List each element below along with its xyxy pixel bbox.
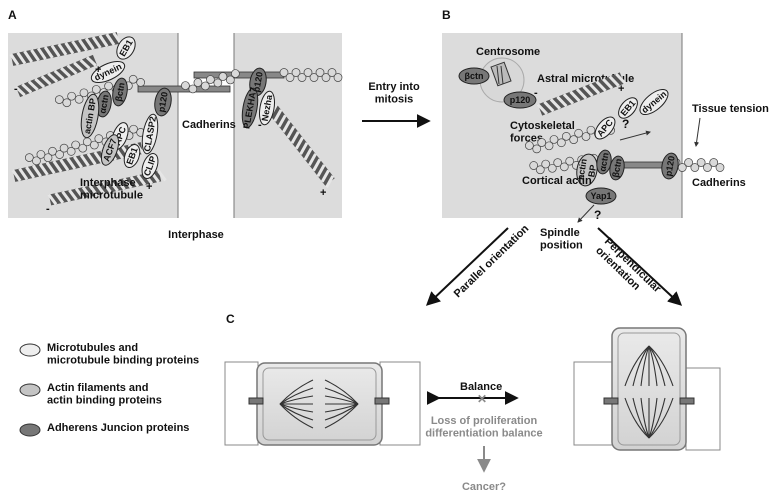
cell-b	[442, 33, 682, 218]
microtubules-b	[536, 72, 627, 116]
question-mark: ?	[622, 117, 629, 131]
junction-left	[603, 397, 619, 405]
svg-text:p120: p120	[663, 155, 676, 177]
protein-eb1-b-a: EB1	[123, 143, 141, 169]
protein-nezha-a: Nezha	[259, 90, 275, 126]
protein-clasp2-a: CLASP2	[141, 113, 159, 155]
protein-bctn-b: βctn	[609, 155, 625, 181]
balance-label: Balance	[460, 381, 502, 393]
tissue-tension-label: Tissue tension	[692, 103, 769, 115]
plus-sign: +	[95, 64, 101, 76]
legend-item: Adherens Juncion proteins	[19, 422, 189, 437]
cadherins-label-a: Cadherins	[182, 119, 236, 131]
interphase-caption: Interphase	[168, 229, 224, 241]
minus-sign: -	[258, 119, 262, 131]
perpendicular-arrow	[597, 227, 683, 306]
protein-apc-b: APC	[594, 116, 616, 140]
protein-actin-bp-b: actinBP	[575, 153, 599, 187]
junction-left	[248, 397, 264, 405]
cell-perpendicular	[573, 327, 721, 451]
protein-eb1-a: EB1	[116, 36, 136, 60]
centrosome-label: Centrosome	[476, 46, 540, 58]
minus-sign: -	[534, 87, 538, 99]
protein-p120-a: p120	[154, 87, 172, 117]
protein-plekha7-a: PLEKHA7	[241, 86, 258, 129]
spindle-parallel	[279, 379, 359, 429]
cadherins-label-b: Cadherins	[692, 177, 746, 189]
svg-text:Adherens Juncion proteins: Adherens Juncion proteins	[47, 422, 189, 434]
cell-parallel	[224, 361, 421, 446]
svg-text:p120: p120	[251, 71, 264, 93]
protein-actn-b: αctn	[596, 149, 612, 175]
parallel-arrow	[425, 227, 509, 306]
svg-text:p120: p120	[156, 91, 169, 113]
svg-text:αctn: αctn	[597, 152, 610, 172]
cancer-label: Cancer?	[462, 481, 506, 493]
junction-right	[374, 397, 390, 405]
panel-b-label: B	[442, 8, 451, 22]
centriole-icon	[490, 61, 512, 87]
protein-dynein-a: dynein	[90, 60, 126, 84]
svg-text:Nezha: Nezha	[260, 93, 275, 122]
protein-actin-bp-a: actin BP	[80, 93, 100, 139]
parallel-orientation-label: Parallel orientation	[452, 223, 532, 301]
cell-gap-a	[178, 33, 234, 218]
plus-sign: +	[146, 181, 152, 193]
protein-bctn-centrosome: βctn	[458, 67, 490, 85]
protein-clip-a: CLIP	[141, 153, 159, 179]
svg-text:p120: p120	[510, 95, 531, 105]
svg-text:Yap1: Yap1	[590, 191, 611, 201]
plus-sign: +	[618, 83, 624, 95]
protein-acf7-a: ACF7	[100, 134, 120, 166]
perpendicular-orientation-label: Perpendicularorientation	[593, 236, 663, 305]
svg-text:actinBP: actinBP	[575, 158, 599, 182]
question-mark: ?	[594, 208, 601, 222]
panel-a-label: A	[8, 8, 17, 22]
minus-sign: -	[14, 83, 18, 95]
panel-c-label: C	[226, 312, 235, 326]
junction-right	[679, 397, 695, 405]
plus-sign: +	[320, 187, 326, 199]
protein-actn-a: αctn	[96, 90, 112, 118]
protein-yap1-b: Yap1	[585, 187, 617, 205]
protein-p120-centrosome: p120	[503, 91, 537, 109]
svg-text:βctn: βctn	[465, 71, 484, 81]
cross-icon: ✕	[477, 392, 487, 406]
protein-p120-b: p120	[661, 152, 679, 180]
svg-text:αctn: αctn	[97, 94, 110, 114]
svg-text:βctn: βctn	[610, 158, 623, 178]
protein-bctn-a: βctn	[112, 77, 128, 107]
spindle-perpendicular	[624, 345, 674, 439]
protein-eb1-b: EB1	[618, 97, 638, 119]
minus-sign: -	[46, 203, 50, 215]
svg-text:βctn: βctn	[113, 82, 126, 102]
cortical-actin-label: Cortical actin	[522, 175, 592, 187]
